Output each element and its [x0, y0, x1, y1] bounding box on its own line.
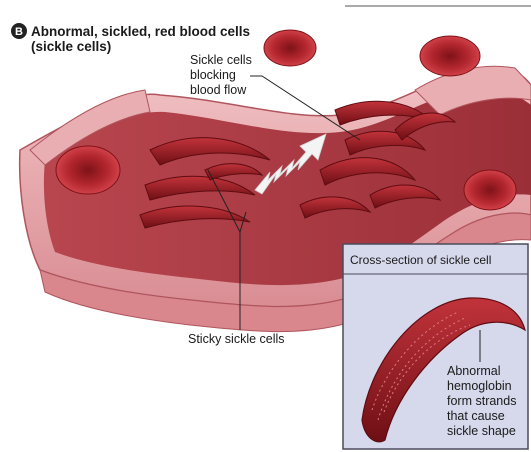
inset-note-line2: hemoglobin [447, 379, 512, 393]
panel-badge: B [15, 26, 23, 38]
inset-note-line4: that cause [447, 409, 505, 423]
inset-cross-section: Cross-section of sickle cell Abnormal he… [343, 244, 528, 449]
red-blood-cell-top-middle [264, 30, 316, 66]
inset-note-line5: sickle shape [447, 424, 516, 438]
panel-title-line1: Abnormal, sickled, red blood cells [31, 24, 250, 39]
inset-note-line1: Abnormal [447, 364, 501, 378]
label-blocking-line2: blocking [190, 68, 236, 82]
label-blocking-line1: Sickle cells [190, 53, 252, 67]
panel-title: B Abnormal, sickled, red blood cells (si… [11, 23, 250, 54]
inset-note-line3: form strands [447, 394, 516, 408]
label-sticky-text: Sticky sickle cells [188, 332, 285, 346]
label-blocking-line3: blood flow [190, 83, 247, 97]
panel-title-line2: (sickle cells) [31, 39, 111, 54]
red-blood-cell-top-right [420, 36, 480, 76]
red-blood-cell-right [464, 170, 516, 210]
inset-title: Cross-section of sickle cell [350, 253, 491, 267]
red-blood-cell-left [56, 146, 120, 194]
